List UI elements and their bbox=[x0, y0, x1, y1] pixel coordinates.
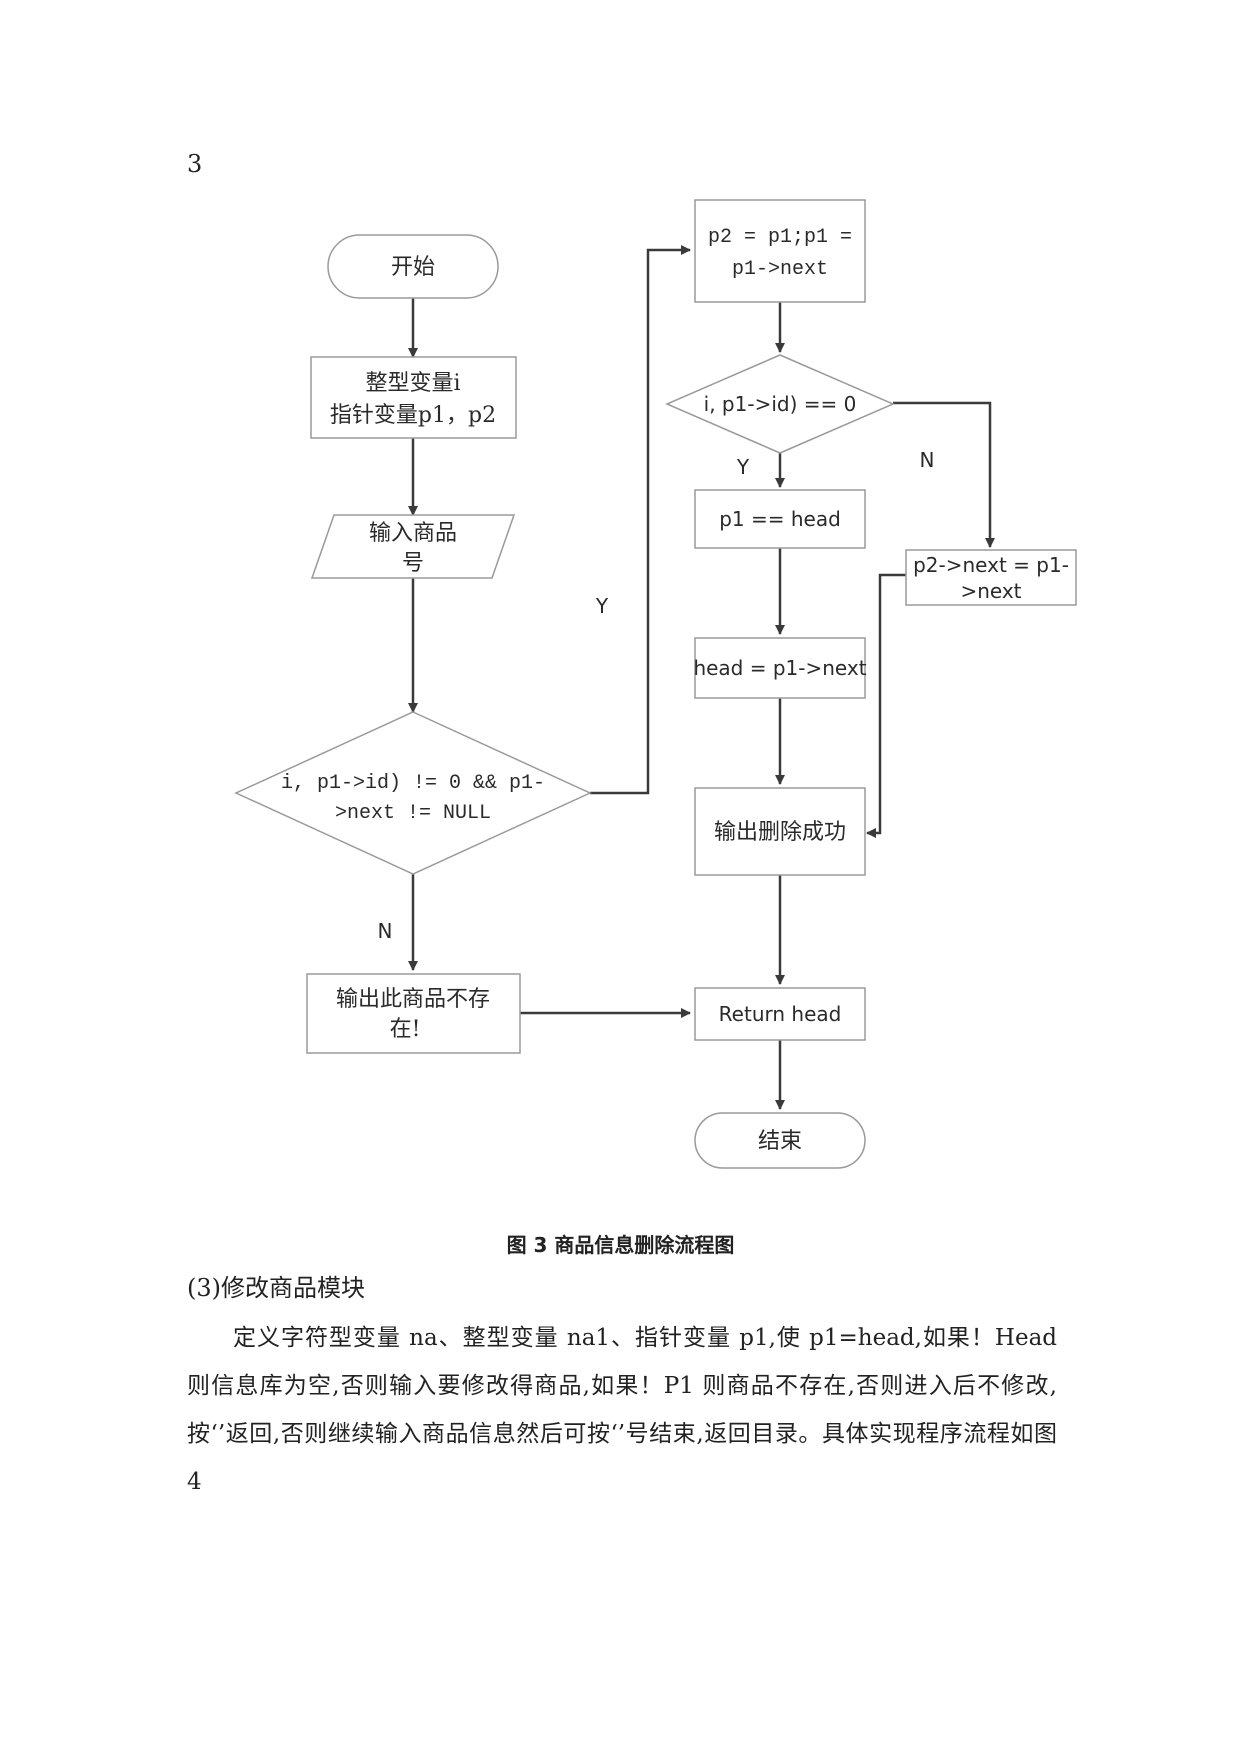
relink-node: p2->next = p1- >next bbox=[905, 549, 1077, 606]
edge-relink-success bbox=[866, 573, 906, 838]
not-found-line-1: 输出此商品不存 bbox=[336, 987, 490, 1012]
set-head-node: head = p1->next bbox=[693, 637, 867, 699]
body-paragraph: 定义字符型变量 na、整型变量 na1、指针变量 p1,使 p1=head,如果… bbox=[187, 1325, 1057, 1495]
success-node: 输出删除成功 bbox=[694, 787, 866, 876]
edge-loop-yes bbox=[590, 245, 691, 795]
advance-line-1: p2 = p1;p1 = bbox=[708, 226, 852, 249]
flowchart: 开始 整型变量i 指针变量p1，p2 输入商品 号 i, p1->id) != … bbox=[234, 199, 1077, 1169]
page-number: 3 bbox=[187, 150, 203, 178]
not-found-node: 输出此商品不存 在! bbox=[306, 973, 521, 1054]
section-title: (3)修改商品模块 bbox=[187, 1274, 365, 1302]
edge-match-no bbox=[893, 401, 995, 548]
start-node: 开始 bbox=[327, 234, 499, 299]
loop-condition-node: i, p1->id) != 0 && p1- >next != NULL bbox=[234, 711, 592, 875]
advance-node: p2 = p1;p1 = p1->next bbox=[694, 199, 866, 303]
match-no-label: N bbox=[920, 448, 935, 472]
input-node: 输入商品 号 bbox=[310, 514, 516, 579]
loop-no-label: N bbox=[378, 919, 393, 943]
return-node: Return head bbox=[694, 987, 866, 1041]
match-condition-node: i, p1->id) == 0 bbox=[665, 354, 895, 454]
not-found-line-2: 在! bbox=[390, 1017, 421, 1042]
declare-node: 整型变量i 指针变量p1，p2 bbox=[310, 356, 517, 439]
end-label: 结束 bbox=[758, 1129, 802, 1154]
is-head-node: p1 == head bbox=[694, 489, 866, 549]
return-label: Return head bbox=[719, 1002, 842, 1026]
declare-line-1: 整型变量i bbox=[365, 371, 460, 396]
loop-condition-line-2: >next != NULL bbox=[335, 802, 491, 825]
is-head-label: p1 == head bbox=[719, 507, 841, 531]
relink-line-1: p2->next = p1- bbox=[913, 553, 1069, 577]
loop-yes-label: Y bbox=[595, 594, 609, 618]
match-condition-label: i, p1->id) == 0 bbox=[704, 392, 857, 416]
input-line-1: 输入商品 bbox=[369, 521, 457, 546]
relink-line-2: >next bbox=[960, 579, 1021, 603]
success-label: 输出删除成功 bbox=[714, 820, 846, 845]
flow-edges bbox=[408, 245, 995, 1110]
declare-line-2: 指针变量p1，p2 bbox=[330, 403, 496, 428]
input-line-2: 号 bbox=[402, 551, 424, 576]
figure-caption: 图 3 商品信息删除流程图 bbox=[506, 1233, 735, 1257]
loop-condition-line-1: i, p1->id) != 0 && p1- bbox=[281, 772, 545, 795]
match-yes-label: Y bbox=[736, 455, 750, 479]
end-node: 结束 bbox=[694, 1112, 866, 1169]
advance-line-2: p1->next bbox=[732, 258, 828, 281]
set-head-label: head = p1->next bbox=[693, 656, 866, 680]
start-label: 开始 bbox=[391, 255, 435, 280]
